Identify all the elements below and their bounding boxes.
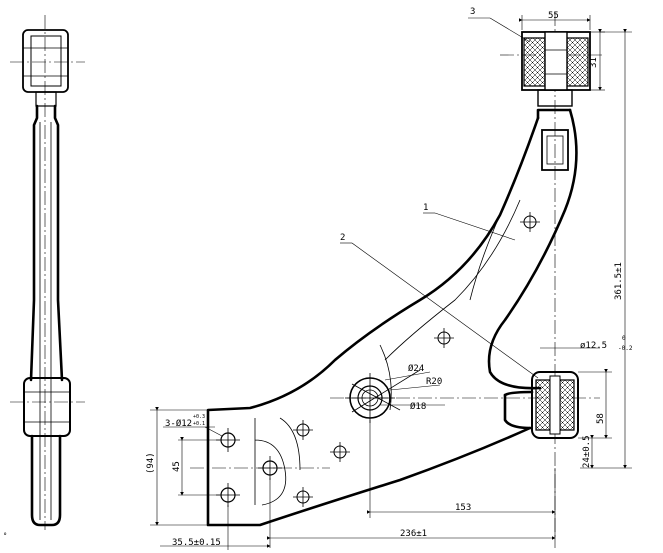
- dim-236: 236±1: [400, 529, 427, 539]
- dim-rear-height: 58: [596, 413, 606, 424]
- dim-top-width: 55: [548, 11, 559, 21]
- dim-top-height: 31: [589, 57, 599, 68]
- dim-bolt-hole-tol-upper: 0: [622, 335, 626, 342]
- dim-boss-radius: R20: [426, 377, 442, 387]
- dim-holes-tol-upper: +0.3: [193, 414, 205, 420]
- top-slot: [541, 129, 569, 171]
- side-view: [10, 15, 85, 530]
- top-bushing: [521, 31, 591, 107]
- part-label-1: 1: [423, 203, 428, 213]
- dim-153: 153: [455, 503, 471, 513]
- rear-bushing: [503, 371, 579, 439]
- front-view: [190, 12, 605, 540]
- side-top-neck: [35, 91, 57, 107]
- dim-boss-outer: Ø24: [408, 363, 424, 374]
- dimensions: 55 31 361.5±1 ø12.5 0 -0.2 58 24±0.5 Ø24…: [146, 11, 633, 550]
- side-shaft: [29, 104, 64, 382]
- part-callouts: 3 1 2: [340, 7, 539, 379]
- dim-ref-height: (94): [146, 452, 156, 474]
- dim-bolt-hole-tol-lower: -0.2: [618, 345, 633, 352]
- corner-mark: °: [3, 532, 7, 540]
- part-label-2: 2: [340, 233, 345, 243]
- arm-outline: [206, 108, 578, 527]
- dim-holes-tol-lower: +0.1: [193, 421, 205, 427]
- dim-boss-inner: Ø18: [410, 401, 426, 412]
- arm-hole-1: [520, 212, 540, 232]
- central-boss: [345, 369, 421, 423]
- dim-total-height: 361.5±1: [614, 262, 624, 300]
- dim-bolt-hole: ø12.5: [580, 341, 607, 351]
- side-lower-bushing: [23, 377, 71, 437]
- part-label-3: 3: [470, 7, 475, 17]
- arm-hole-2: [434, 328, 454, 348]
- dim-holes: 3-Ø12: [165, 418, 192, 429]
- dim-hole-spacing: 45: [172, 461, 182, 472]
- dim-offset: 24±0.5: [582, 435, 592, 468]
- side-tail: [30, 434, 62, 527]
- plate-notch: [254, 418, 287, 506]
- mount-holes: [216, 420, 350, 507]
- arm-top-edge: [536, 108, 572, 120]
- dim-left-offset: 35.5±0.15: [172, 538, 221, 548]
- side-top-bushing-core: [30, 35, 62, 87]
